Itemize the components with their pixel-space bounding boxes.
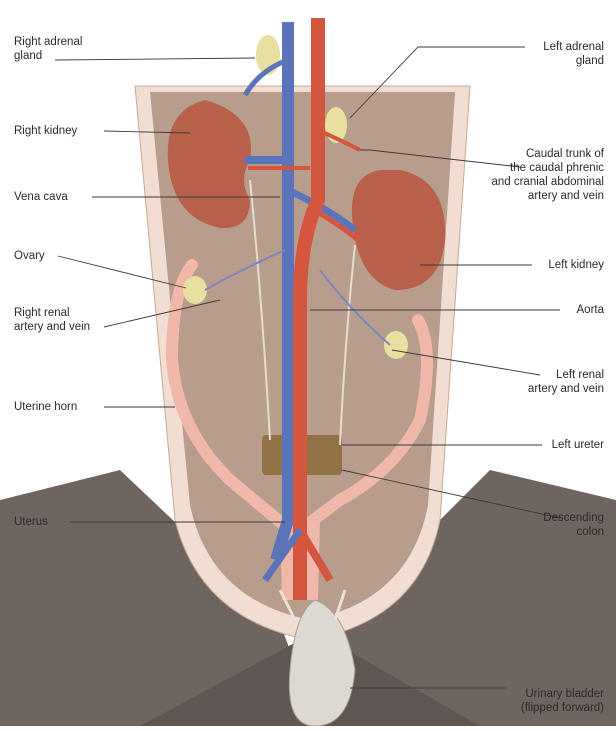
label-right-renal-artery-vein: Right renal artery and vein <box>14 306 90 334</box>
label-left-ureter: Left ureter <box>552 438 604 452</box>
label-left-renal-artery-vein: Left renal artery and vein <box>528 368 604 396</box>
label-vena-cava: Vena cava <box>14 190 68 204</box>
left-ovary <box>384 331 408 359</box>
label-left-kidney: Left kidney <box>548 258 604 272</box>
label-urinary-bladder: Urinary bladder (flipped forward) <box>521 687 604 715</box>
label-uterus: Uterus <box>14 515 48 529</box>
label-right-adrenal-gland: Right adrenal gland <box>14 35 82 63</box>
label-aorta: Aorta <box>577 303 605 317</box>
label-ovary: Ovary <box>14 249 45 263</box>
label-right-kidney: Right kidney <box>14 124 77 138</box>
label-uterine-horn: Uterine horn <box>14 400 77 414</box>
label-left-adrenal-gland: Left adrenal gland <box>543 40 604 68</box>
right-ovary <box>183 276 207 304</box>
label-descending-colon: Descending colon <box>543 511 604 539</box>
label-caudal-trunk: Caudal trunk of the caudal phrenic and c… <box>491 147 604 203</box>
